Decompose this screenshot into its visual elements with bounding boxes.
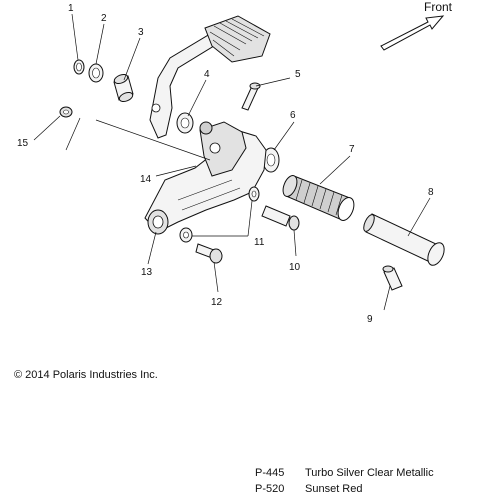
part-10-bolt (261, 205, 300, 231)
callout-11: 11 (254, 237, 265, 248)
front-arrow-icon (380, 15, 445, 51)
callout-5: 5 (295, 69, 301, 80)
part-7-footpeg-rubber (282, 175, 355, 221)
part-9-pin (382, 265, 403, 291)
part-11-washers (179, 186, 260, 243)
legend-row-2: P-520 Sunset Red (255, 483, 362, 495)
front-label: Front (424, 0, 453, 14)
legend-name: Sunset Red (305, 483, 363, 495)
leader-lines (33, 13, 431, 311)
callout-1: 1 (68, 3, 74, 14)
callout-15: 15 (17, 138, 29, 149)
callout-2: 2 (101, 13, 107, 24)
legend-row-1: P-445 Turbo Silver Clear Metallic (255, 467, 434, 479)
part-1-ring (73, 59, 85, 75)
legend-code: P-445 (255, 467, 285, 479)
part-8-footpeg-core (363, 213, 445, 266)
callout-14: 14 (140, 174, 152, 185)
callout-8: 8 (428, 187, 434, 198)
callout-4: 4 (204, 69, 210, 80)
legend-name: Turbo Silver Clear Metallic (305, 467, 434, 479)
part-4-washer (176, 112, 194, 134)
part-2-washer (88, 63, 104, 83)
callout-10: 10 (289, 262, 301, 273)
brake-pedal (149, 15, 271, 139)
part-15-nut (59, 106, 73, 118)
part-3-bushing (113, 73, 134, 103)
footrest-bracket (144, 121, 267, 235)
legend-code: P-520 (255, 483, 285, 495)
callout-12: 12 (211, 297, 223, 308)
part-12-bolt (195, 243, 223, 264)
callout-labels: 1 2 3 4 5 6 7 8 9 10 11 12 13 14 15 (17, 3, 434, 325)
callout-9: 9 (367, 314, 373, 325)
callout-3: 3 (138, 27, 144, 38)
callout-7: 7 (349, 144, 355, 155)
part-5-pin (241, 82, 261, 111)
copyright-text: © 2014 Polaris Industries Inc. (14, 369, 158, 381)
callout-13: 13 (141, 267, 153, 278)
callout-6: 6 (290, 110, 296, 121)
